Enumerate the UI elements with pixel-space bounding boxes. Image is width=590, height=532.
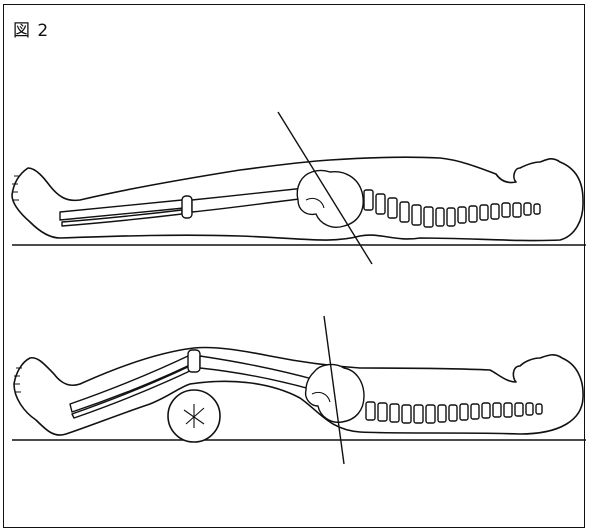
knee-top bbox=[182, 196, 192, 218]
knee-bottom bbox=[188, 350, 200, 372]
spine-bottom bbox=[366, 402, 542, 423]
spine-top bbox=[364, 190, 540, 227]
figure-bottom-knees-supported bbox=[12, 316, 586, 464]
femur-top bbox=[192, 188, 308, 212]
pelvis-top bbox=[297, 170, 363, 227]
body-outline-bottom bbox=[14, 347, 583, 435]
figure-top-supine-flat bbox=[12, 112, 586, 264]
